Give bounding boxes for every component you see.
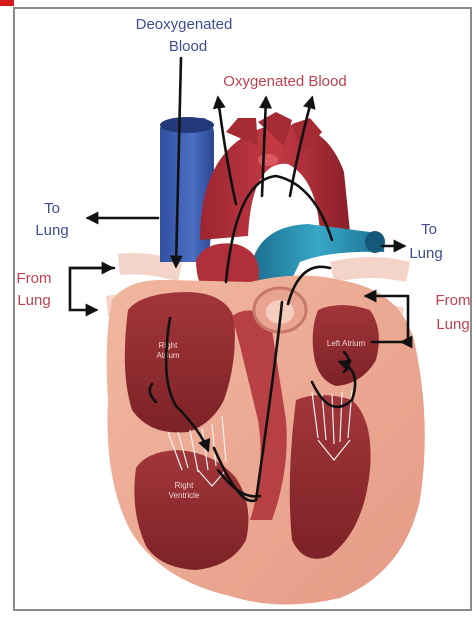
pulmonary-artery-opening: [365, 231, 385, 253]
label-oxygenated: Oxygenated Blood: [223, 73, 346, 90]
label-from-lung-right-line1: From: [436, 292, 471, 309]
label-to-lung-right-line2: Lung: [409, 245, 442, 262]
label-to-lung-left-line2: Lung: [35, 222, 68, 239]
superior-vena-cava: [160, 118, 214, 262]
vena-cava-opening: [160, 117, 214, 133]
label-to-lung-right-line1: To: [421, 221, 437, 238]
label-deoxygenated-line2: Blood: [169, 38, 207, 55]
right-atrium-label-line2: Atrium: [156, 351, 179, 360]
left-atrium-label: Left Atrium: [327, 339, 366, 348]
label-to-lung-left-line1: To: [44, 200, 60, 217]
label-from-lung-right-line2: Lung: [436, 316, 469, 333]
aortic-arch: [200, 125, 350, 240]
label-from-lung-left-line2: Lung: [17, 292, 50, 309]
label-from-lung-left-line1: From: [17, 270, 52, 287]
right-atrium-label-line1: Right: [159, 341, 178, 350]
label-deoxygenated-line1: Deoxygenated: [136, 16, 233, 33]
aorta-highlight: [258, 154, 278, 166]
right-ventricle-label-line1: Right: [175, 481, 194, 490]
pulmonary-vein-right-upper: [330, 257, 410, 282]
right-ventricle-label-line2: Ventricle: [169, 491, 200, 500]
